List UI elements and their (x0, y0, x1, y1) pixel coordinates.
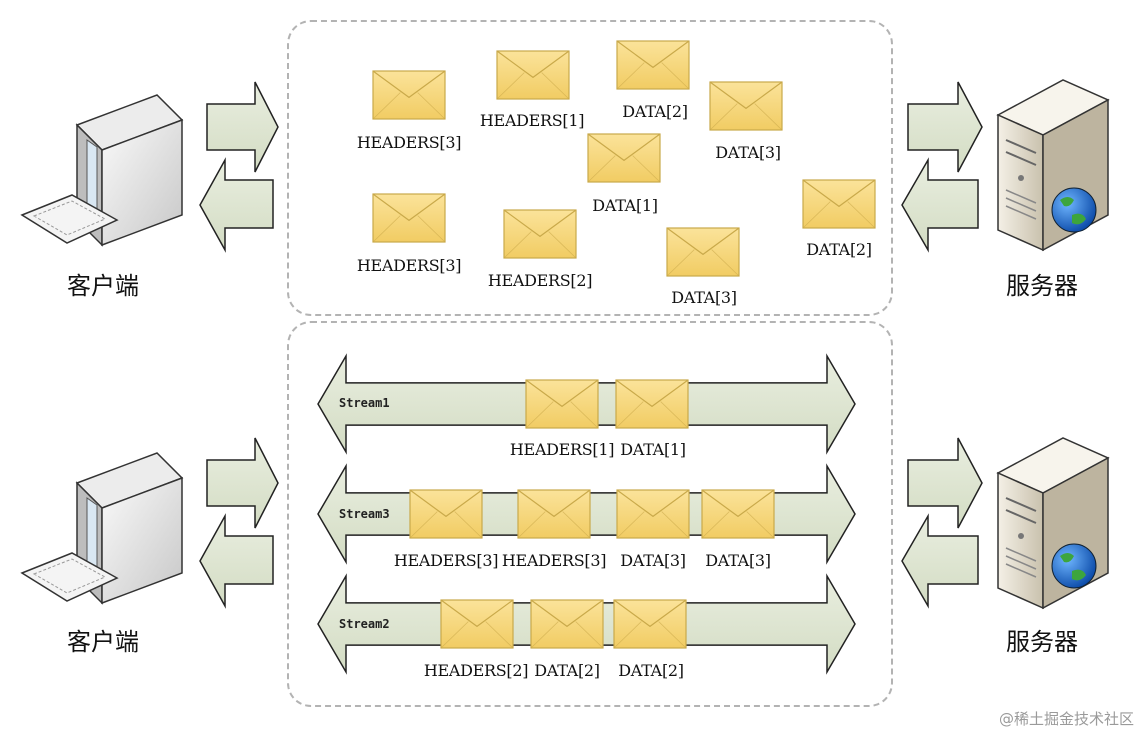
client-computer-top (20, 94, 184, 247)
frame-label: DATA[3] (715, 143, 781, 162)
frame-label: DATA[1] (620, 440, 686, 459)
stream-name: Stream2 (339, 617, 390, 631)
arrow-left-icon (901, 513, 979, 609)
watermark: @稀土掘金技术社区 (998, 710, 1134, 728)
frame-label: DATA[2] (618, 661, 684, 680)
frame-label: HEADERS[3] (356, 133, 462, 152)
envelope-icon (615, 379, 689, 429)
frame-label: HEADERS[1] (509, 440, 615, 459)
server-top (996, 79, 1110, 252)
server-label: 服务器 (1006, 272, 1078, 300)
frame-label: HEADERS[3] (393, 551, 499, 570)
envelope-icon (530, 599, 604, 649)
frame-label: DATA[3] (620, 551, 686, 570)
stream-name: Stream1 (339, 396, 390, 410)
envelope-icon (440, 599, 514, 649)
envelope-icon (666, 227, 740, 277)
arrow-left-icon (199, 513, 274, 609)
envelope-icon (496, 50, 570, 100)
arrow-right-icon (907, 437, 983, 529)
envelope-icon (525, 379, 599, 429)
envelope-icon (409, 489, 483, 539)
globe-icon (1051, 543, 1097, 589)
envelope-icon (503, 209, 577, 259)
envelope-icon (372, 70, 446, 120)
multiplexed-frames-panel (287, 20, 893, 316)
envelope-icon (709, 81, 783, 131)
arrow-left-icon (901, 157, 979, 253)
envelope-icon (587, 133, 661, 183)
frame-label: DATA[3] (705, 551, 771, 570)
envelope-icon (616, 489, 690, 539)
frame-label: HEADERS[1] (479, 111, 585, 130)
arrow-left-icon (199, 157, 274, 253)
envelope-icon (372, 193, 446, 243)
envelope-icon (613, 599, 687, 649)
frame-label: DATA[2] (622, 102, 688, 121)
frame-label: DATA[3] (671, 288, 737, 307)
client-label: 客户端 (67, 272, 139, 300)
arrow-right-icon (907, 81, 983, 173)
client-computer-bottom (20, 452, 184, 605)
frame-label: DATA[2] (806, 240, 872, 259)
frame-label: HEADERS[2] (487, 271, 593, 290)
client-label: 客户端 (67, 628, 139, 656)
server-bottom (996, 437, 1110, 610)
globe-icon (1051, 187, 1097, 233)
envelope-icon (517, 489, 591, 539)
arrow-right-icon (206, 437, 279, 529)
envelope-icon (701, 489, 775, 539)
server-label: 服务器 (1006, 628, 1078, 656)
frame-label: HEADERS[2] (423, 661, 529, 680)
stream-name: Stream3 (339, 507, 390, 521)
frame-label: HEADERS[3] (501, 551, 607, 570)
arrow-right-icon (206, 81, 279, 173)
streams-panel (287, 321, 893, 707)
envelope-icon (616, 40, 690, 90)
frame-label: DATA[1] (592, 196, 658, 215)
frame-label: DATA[2] (534, 661, 600, 680)
envelope-icon (802, 179, 876, 229)
frame-label: HEADERS[3] (356, 256, 462, 275)
